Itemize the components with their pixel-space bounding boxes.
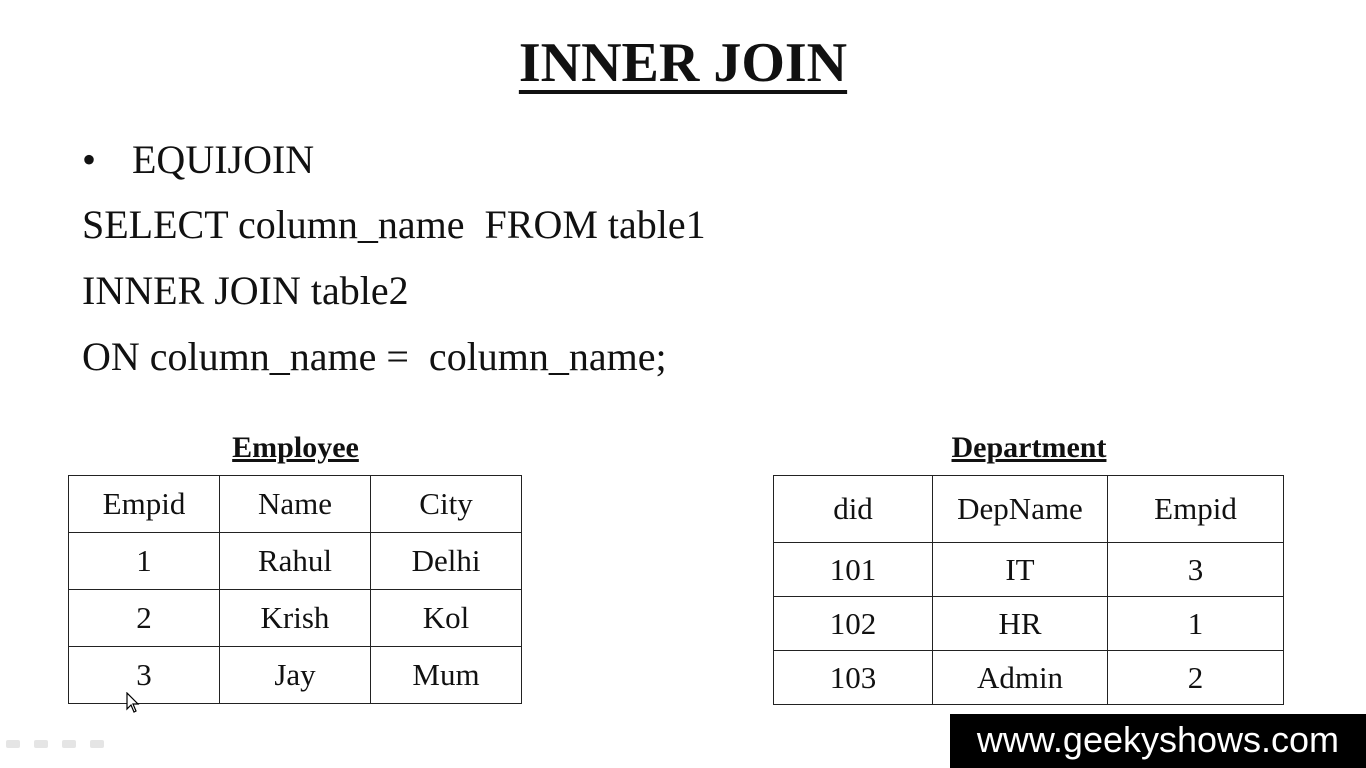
sql-line-on: ON column_name = column_name; xyxy=(82,334,667,379)
prev-slide-icon[interactable] xyxy=(6,740,20,748)
table-cell: 2 xyxy=(68,589,220,647)
header-cell: Name xyxy=(219,475,371,533)
table-row: 101 IT 3 xyxy=(773,542,1284,597)
table-cell: 102 xyxy=(773,596,933,651)
table-header-row: Empid Name City xyxy=(68,475,522,533)
table-cell: 101 xyxy=(773,542,933,597)
table-cell: HR xyxy=(932,596,1108,651)
mouse-pointer-icon xyxy=(126,692,140,713)
table-cell: Admin xyxy=(932,650,1108,705)
table-header-row: did DepName Empid xyxy=(773,475,1284,543)
table-cell: Krish xyxy=(219,589,371,647)
table-cell: 2 xyxy=(1107,650,1284,705)
table-cell: IT xyxy=(932,542,1108,597)
table-row: 3 Jay Mum xyxy=(68,646,522,704)
table-row: 102 HR 1 xyxy=(773,596,1284,651)
department-table: did DepName Empid 101 IT 3 102 HR 1 103 … xyxy=(773,475,1284,705)
employee-table-caption: Employee xyxy=(232,431,359,464)
slide-nav-controls[interactable] xyxy=(6,740,104,748)
table-cell: Kol xyxy=(370,589,522,647)
header-cell: City xyxy=(370,475,522,533)
next-slide-icon[interactable] xyxy=(90,740,104,748)
table-row: 1 Rahul Delhi xyxy=(68,532,522,590)
table-cell: Jay xyxy=(219,646,371,704)
header-cell: Empid xyxy=(1107,475,1284,543)
header-cell: DepName xyxy=(932,475,1108,543)
menu-icon[interactable] xyxy=(62,740,76,748)
employee-table: Empid Name City 1 Rahul Delhi 2 Krish Ko… xyxy=(68,475,522,704)
table-row: 103 Admin 2 xyxy=(773,650,1284,705)
bullet-dot: • xyxy=(82,137,97,182)
bullet-item: • EQUIJOIN xyxy=(82,136,314,184)
table-cell: Delhi xyxy=(370,532,522,590)
department-table-caption: Department xyxy=(951,431,1107,464)
table-cell: 1 xyxy=(1107,596,1284,651)
header-cell: did xyxy=(773,475,933,543)
bullet-text: EQUIJOIN xyxy=(132,137,315,182)
pen-icon[interactable] xyxy=(34,740,48,748)
table-cell: 3 xyxy=(1107,542,1284,597)
table-cell: 1 xyxy=(68,532,220,590)
header-cell: Empid xyxy=(68,475,220,533)
sql-line-select: SELECT column_name FROM table1 xyxy=(82,202,706,247)
table-cell: 103 xyxy=(773,650,933,705)
table-cell: Rahul xyxy=(219,532,371,590)
table-cell: Mum xyxy=(370,646,522,704)
table-row: 2 Krish Kol xyxy=(68,589,522,647)
sql-line-inner-join: INNER JOIN table2 xyxy=(82,268,409,313)
table-cell: 3 xyxy=(68,646,220,704)
slide-title: INNER JOIN xyxy=(518,32,848,94)
watermark-url: www.geekyshows.com xyxy=(950,714,1366,768)
